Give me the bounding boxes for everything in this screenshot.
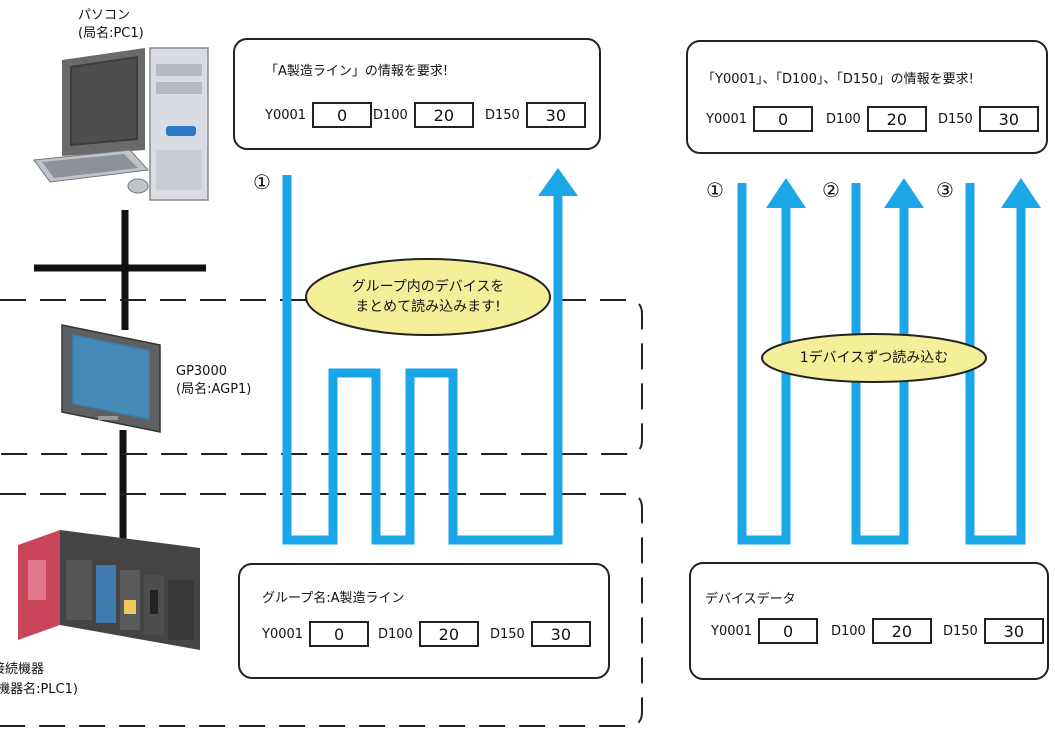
register-value: 30	[978, 106, 1039, 132]
register-value: 30	[983, 618, 1044, 644]
register-value: 20	[413, 102, 474, 128]
single-arrow-head-3	[1001, 178, 1041, 208]
step-marker-2: ②	[822, 178, 840, 202]
right-data-title: デバイスデータ	[705, 592, 796, 607]
register-name: Y0001	[711, 623, 753, 639]
pc-name-label: パソコン	[78, 8, 131, 23]
register-name: D100	[831, 623, 866, 639]
arrow-heads	[538, 168, 1041, 208]
group-arrow-head	[538, 168, 578, 196]
register-value: 30	[530, 621, 591, 647]
register-name: D150	[485, 107, 520, 123]
register-d100: D100 20	[378, 621, 479, 647]
register-value: 30	[525, 102, 586, 128]
register-name: D100	[826, 111, 861, 127]
register-value: 20	[866, 106, 927, 132]
register-d150: D150 30	[938, 106, 1039, 132]
register-name: Y0001	[706, 111, 748, 127]
register-y0001: Y0001 0	[265, 102, 373, 128]
register-name: D100	[378, 626, 413, 642]
register-d100: D100 20	[373, 102, 474, 128]
gp-station-label: (局名:AGP1)	[176, 382, 252, 397]
register-value: 0	[753, 106, 814, 132]
right-data-box: デバイスデータ Y0001 0 D100 20 D150 30	[689, 562, 1049, 680]
register-name: D150	[943, 623, 978, 639]
register-value: 20	[871, 618, 932, 644]
single-arrow-head-2	[884, 178, 924, 208]
register-value: 0	[312, 102, 373, 128]
group-read-callout-line1: グループ内のデバイスを	[351, 279, 505, 295]
register-name: Y0001	[265, 107, 307, 123]
register-y0001: Y0001 0	[262, 621, 370, 647]
gp-name-label: GP3000	[176, 364, 227, 379]
register-d100: D100 20	[826, 106, 927, 132]
register-name: D100	[373, 107, 408, 123]
register-y0001: Y0001 0	[706, 106, 814, 132]
register-value: 0	[309, 621, 370, 647]
left-request-box: 「A製造ライン」の情報を要求! Y0001 0 D100 20 D150 30	[233, 38, 601, 150]
step-marker-3: ③	[936, 178, 954, 202]
pc-icon	[33, 47, 209, 201]
step-marker-1-left: ①	[253, 170, 271, 194]
plc-name-label: 接続機器	[0, 662, 45, 677]
register-name: Y0001	[262, 626, 304, 642]
register-name: D150	[490, 626, 525, 642]
register-d150: D150 30	[490, 621, 591, 647]
left-request-title: 「A製造ライン」の情報を要求!	[265, 64, 449, 79]
group-read-bubble	[305, 258, 551, 336]
single-read-callout: 1デバイスずつ読み込む	[799, 350, 949, 366]
register-d150: D150 30	[943, 618, 1044, 644]
left-group-box: グループ名:A製造ライン Y0001 0 D100 20 D150 30	[238, 563, 610, 679]
register-name: D150	[938, 111, 973, 127]
plc-station-label: (機器名:PLC1)	[0, 682, 78, 697]
step-marker-1: ①	[706, 178, 724, 202]
group-read-callout-line2: まとめて読み込みます!	[355, 299, 501, 315]
register-y0001: Y0001 0	[711, 618, 819, 644]
register-value: 0	[758, 618, 819, 644]
register-d150: D150 30	[485, 102, 586, 128]
pc-station-label: (局名:PC1)	[78, 26, 144, 41]
right-request-box: 「Y0001」、「D100」、「D150」の情報を要求! Y0001 0 D10…	[686, 40, 1048, 154]
left-group-title: グループ名:A製造ライン	[262, 591, 405, 606]
register-value: 20	[418, 621, 479, 647]
plc-icon	[18, 530, 200, 650]
group-read-path	[282, 175, 563, 545]
register-d100: D100 20	[831, 618, 932, 644]
gp3000-icon	[61, 324, 161, 433]
right-request-title: 「Y0001」、「D100」、「D150」の情報を要求!	[702, 72, 974, 87]
single-read-bubble	[761, 333, 987, 383]
network-lines	[34, 210, 206, 555]
single-arrow-head-1	[766, 178, 806, 208]
